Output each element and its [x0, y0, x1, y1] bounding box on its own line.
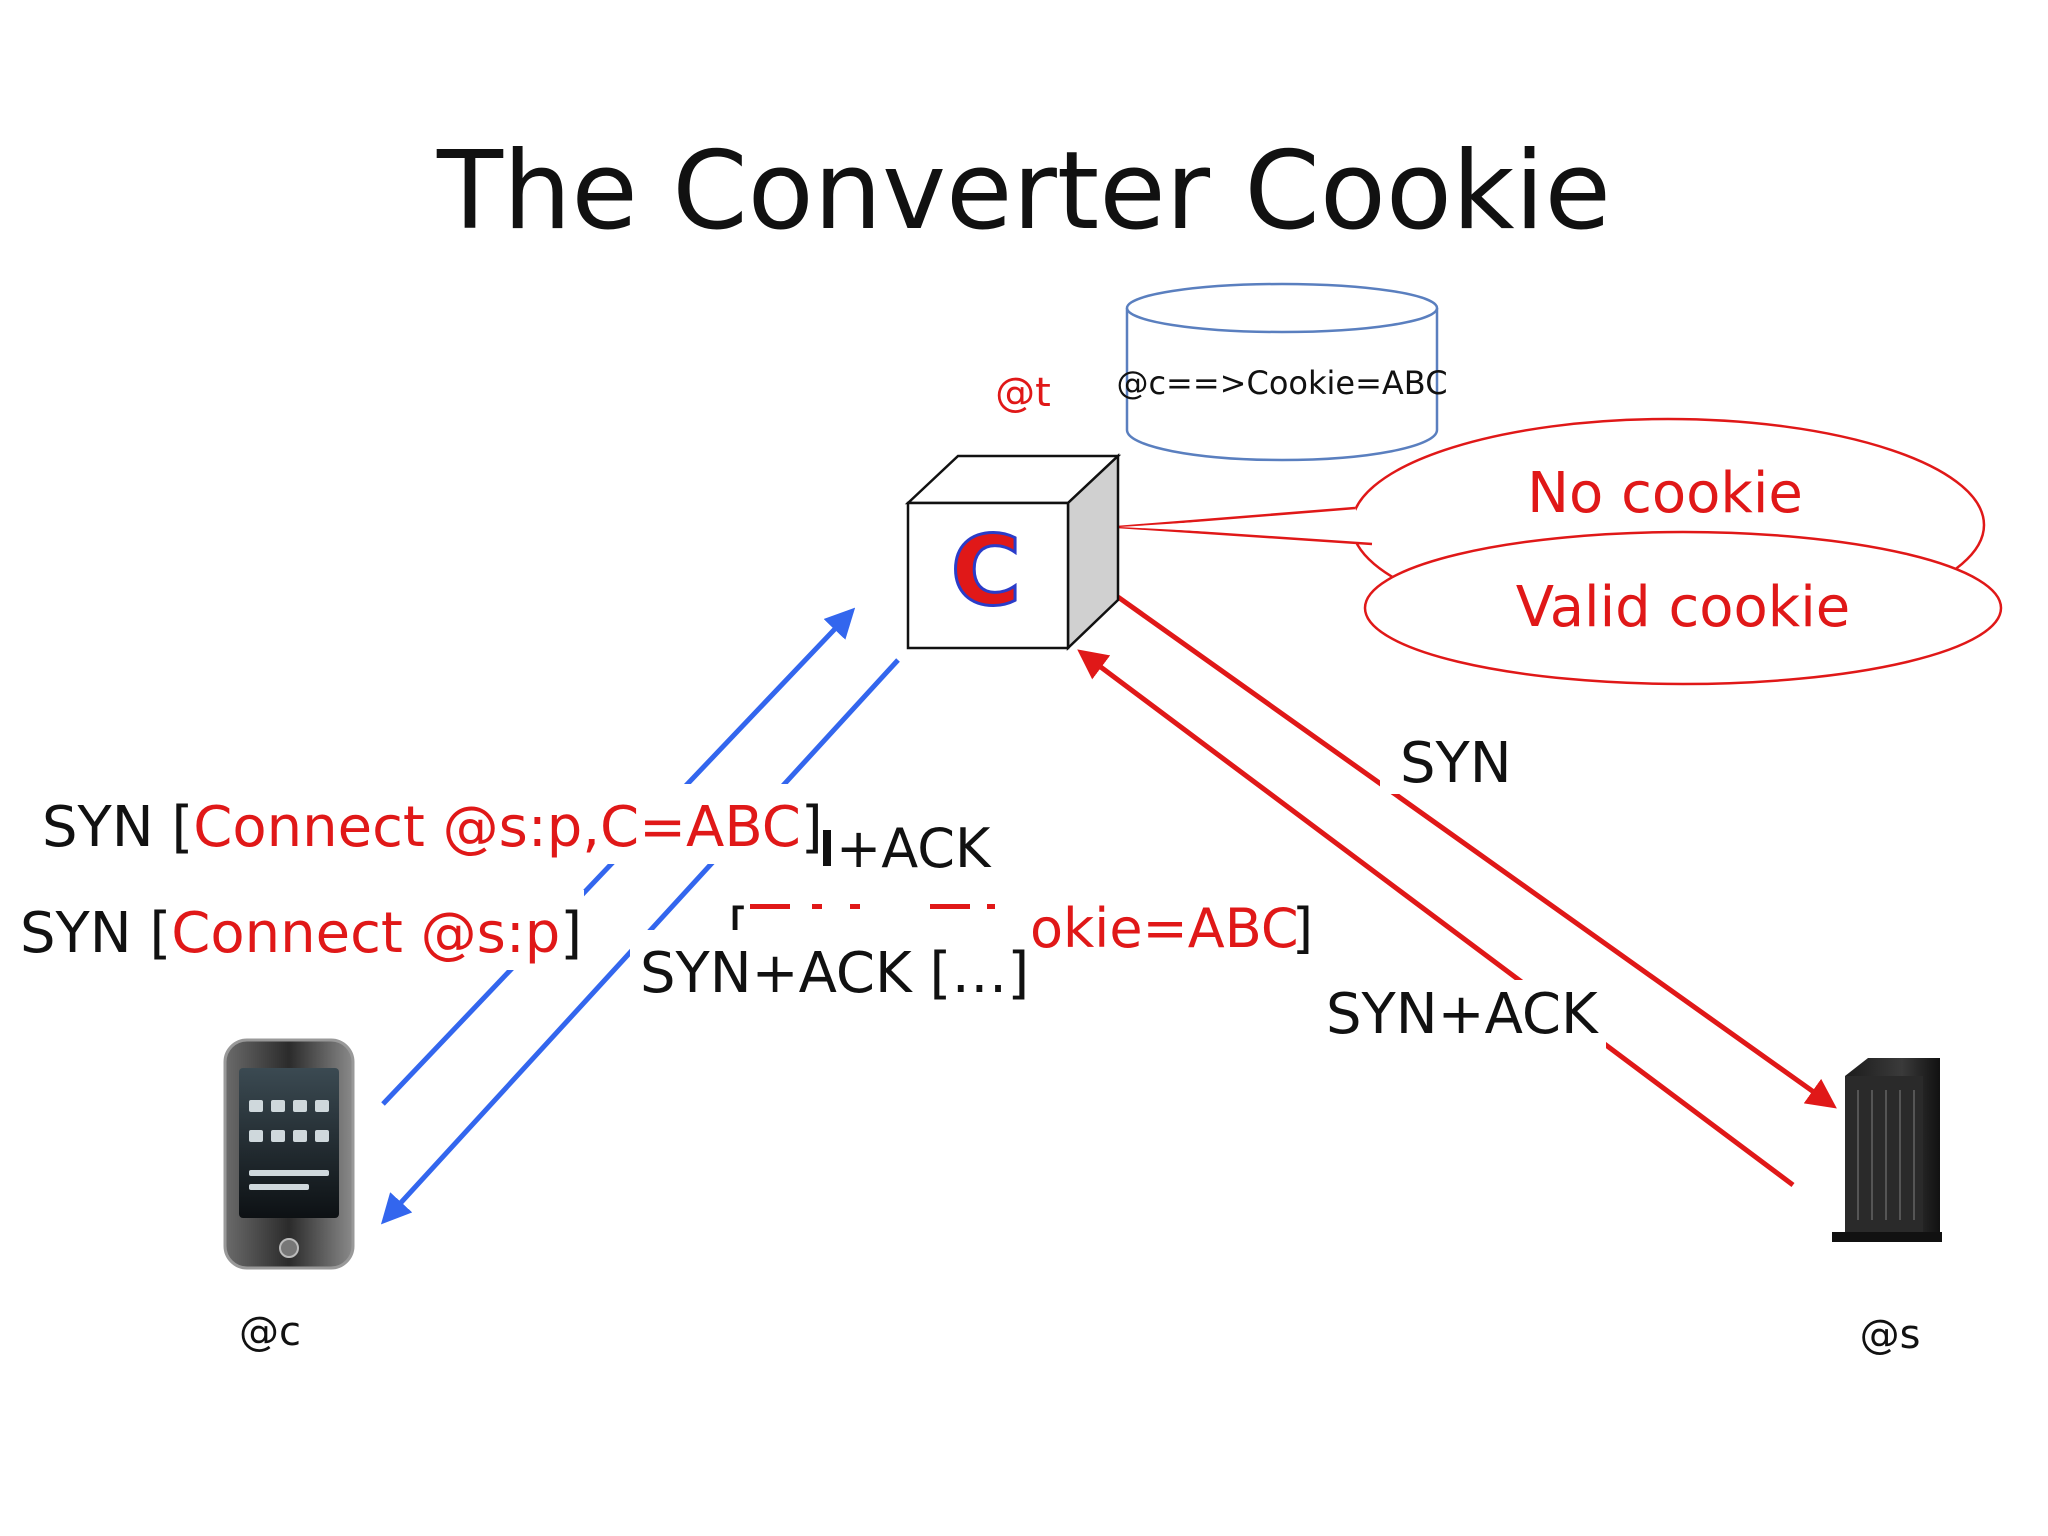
converter-address: @t	[995, 370, 1051, 416]
no-cookie-label: No cookie	[1527, 461, 1803, 526]
server-synack-message: SYN+ACK	[1326, 982, 1599, 1047]
converter-to-server-arrow	[1116, 594, 1837, 1109]
synack-reply-message: SYN+ACK […]	[640, 941, 1029, 1006]
syn-plain-message: SYN [Connect @s:p]	[20, 901, 582, 966]
server-address: @s	[1860, 1312, 1921, 1358]
missing-cookie-label: okie=ABC	[1030, 897, 1299, 960]
server-syn-message: SYN	[1400, 731, 1512, 796]
missing-cookie-close-bracket: ]	[1292, 897, 1313, 960]
syn-cookie-message: SYN [Connect @s:p,C=ABC]	[42, 795, 823, 860]
server-to-converter-arrow	[1077, 649, 1795, 1188]
converter-letter: C	[951, 515, 1021, 627]
obscured-glyph-stubs	[750, 904, 995, 909]
valid-cookie-callout: Valid cookie	[1363, 530, 2003, 686]
cookie-store-entry: @c==>Cookie=ABC	[1116, 364, 1447, 402]
converter-box: C	[904, 453, 1122, 651]
client-address: @c	[239, 1309, 301, 1355]
slide-title: The Converter Cookie	[436, 129, 1611, 254]
server-icon	[1832, 1058, 1942, 1242]
cookie-state-store: @c==>Cookie=ABC	[1116, 282, 1448, 462]
hidden-ack-fragment: +ACK	[836, 817, 992, 880]
valid-cookie-label: Valid cookie	[1516, 575, 1851, 640]
client-phone-icon	[223, 1038, 355, 1270]
